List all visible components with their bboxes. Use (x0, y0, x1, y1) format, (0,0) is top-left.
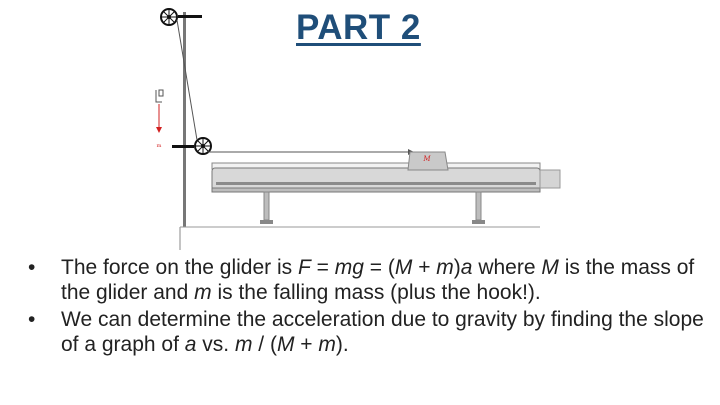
track-bottom (211, 187, 541, 193)
bullet-item: • We can determine the acceleration due … (28, 307, 708, 357)
air-track-figure: m M (155, 8, 561, 250)
glider-label: M (422, 155, 431, 163)
track-leg-right (475, 191, 482, 221)
force-arrowhead (156, 127, 162, 133)
bullet-text: The force on the glider is F = mg = (M +… (61, 256, 695, 304)
lower-pulley-arm (172, 145, 194, 148)
bullet-item: • The force on the glider is F = mg = (M… (28, 255, 708, 305)
air-inlet (539, 169, 561, 189)
string (176, 19, 198, 141)
track-hole-row (216, 182, 536, 185)
hanging-mass-label: m (157, 143, 162, 149)
track-body (211, 167, 541, 191)
slide-title: PART 2 (296, 8, 421, 47)
hook-icon (155, 89, 164, 103)
top-pulley-arm (178, 15, 202, 18)
bullet-text: We can determine the acceleration due to… (61, 308, 704, 356)
lower-pulley-icon (194, 137, 212, 155)
bullet-marker: • (28, 256, 36, 279)
bullet-list: • The force on the glider is F = mg = (M… (28, 255, 708, 359)
top-pulley-icon (160, 8, 178, 26)
bullet-marker: • (28, 308, 36, 331)
track-foot-right (472, 220, 485, 224)
track-foot-left (260, 220, 273, 224)
stand-pole (183, 12, 186, 227)
track-leg-left (263, 191, 270, 221)
glider (407, 151, 449, 171)
